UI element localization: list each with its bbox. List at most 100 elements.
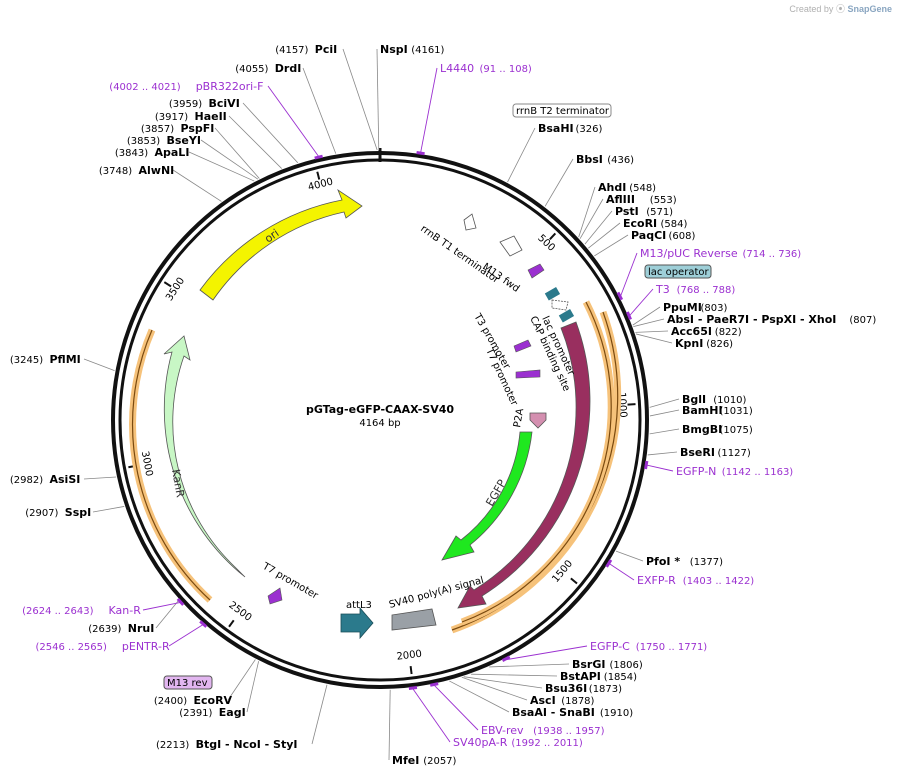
- primer-leader-line: [620, 252, 638, 296]
- enzyme-position: (2982): [10, 475, 43, 486]
- enzyme-name: BglI: [682, 393, 706, 406]
- enzyme-position: (2907): [25, 508, 58, 519]
- primer-leader-line: [434, 685, 479, 731]
- kanr-feature: [163, 335, 246, 578]
- highlight-arcs: [129, 300, 622, 634]
- enzyme-position: (1031): [720, 406, 753, 417]
- m13-fwd-feature: [527, 263, 545, 279]
- enzyme-position: (548): [629, 183, 656, 194]
- primer-name: EXFP-R: [637, 574, 676, 587]
- primer-mark: [176, 597, 185, 606]
- enzyme-name: BseYI: [167, 134, 201, 147]
- enzyme-leader-line: [471, 673, 558, 677]
- primer-range: (1403 .. 1422): [683, 576, 755, 587]
- enzyme-name: AbsI - PaeR7I - PspXI - XhoI: [667, 313, 836, 326]
- tick-label: 2500: [226, 600, 253, 624]
- enzyme-leader-line: [83, 358, 115, 371]
- enzyme-position: (3857): [141, 124, 174, 135]
- credit-prefix: Created by: [789, 4, 834, 14]
- primer-mark: [199, 620, 208, 628]
- enzyme-position: (608): [669, 231, 696, 242]
- enzyme-leader-line: [632, 306, 661, 326]
- enzyme-name: BamHI: [682, 404, 723, 417]
- leader-lines: [83, 48, 680, 761]
- enzyme-leader-line: [635, 333, 673, 344]
- kanr-label: KanR: [169, 468, 187, 499]
- primer-leader-line: [647, 464, 674, 472]
- enzyme-leader-line: [342, 48, 378, 151]
- enzyme-leader-line: [647, 451, 678, 456]
- enzyme-leader-line: [227, 659, 256, 701]
- enzyme-name: NruI: [128, 622, 155, 635]
- enzyme-name: BsrGI: [572, 658, 605, 671]
- attl3-feature: [340, 606, 374, 640]
- enzyme-name: AlwNI: [139, 164, 175, 177]
- primer-name: L4440: [440, 62, 474, 75]
- enzyme-name: PspFI: [181, 122, 215, 135]
- enzyme-position: (3853): [127, 136, 160, 147]
- enzyme-position: (326): [576, 124, 603, 135]
- m13-rev-label: M13 rev: [167, 678, 208, 689]
- enzyme-leader-line: [376, 48, 380, 151]
- enzyme-leader-line: [649, 398, 680, 408]
- enzyme-position: (4055): [235, 64, 268, 75]
- enzyme-leader-line: [649, 428, 680, 435]
- rrnb-t2-box: [512, 103, 612, 118]
- primer-name: EGFP-N: [676, 465, 716, 478]
- rrnb-t2-feature: [463, 213, 477, 231]
- primer-leader-line: [629, 288, 654, 316]
- enzyme-position: (1910): [600, 708, 633, 719]
- enzyme-leader-line: [449, 680, 510, 713]
- tick-label: 2000: [396, 649, 423, 663]
- enzyme-position: (1878): [561, 696, 594, 707]
- enzyme-position: (436): [607, 155, 634, 166]
- primer-leader-line: [168, 624, 203, 647]
- ori-feature: [199, 188, 363, 301]
- primer-range: (2546 .. 2565): [36, 642, 108, 653]
- site-labels: NspI(4161)PciI(4157)DrdI(4055)BciVI(3959…: [10, 43, 876, 767]
- primer-range: (1750 .. 1771): [636, 642, 708, 653]
- enzyme-position: (2400): [154, 696, 187, 707]
- enzyme-position: (2213): [156, 740, 189, 751]
- enzyme-position: (584): [661, 219, 688, 230]
- enzyme-leader-line: [172, 169, 222, 202]
- primer-leader-line: [420, 67, 438, 153]
- enzyme-name: BtgI - NcoI - StyI: [196, 738, 298, 751]
- tick-mark: [409, 665, 413, 675]
- primer-mark: [616, 291, 624, 301]
- enzyme-leader-line: [544, 158, 574, 207]
- enzyme-name: BbsI: [576, 153, 603, 166]
- primer-name: pBR322ori-F: [196, 80, 264, 93]
- primer-leader-line: [142, 602, 180, 611]
- enzyme-name: PaqCI: [631, 229, 666, 242]
- primer-name: SV40pA-R: [453, 736, 508, 749]
- enzyme-name: BsaAI - SnaBI: [512, 706, 595, 719]
- enzyme-leader-line: [214, 127, 260, 179]
- enzyme-position: (1127): [718, 448, 751, 459]
- enzyme-leader-line: [155, 599, 180, 629]
- enzyme-leader-line: [388, 689, 391, 761]
- enzyme-position: (826): [706, 339, 733, 350]
- tick-label: 4000: [307, 176, 334, 193]
- enzyme-leader-line: [200, 139, 259, 180]
- primer-mark: [605, 559, 613, 568]
- enzyme-leader-line: [463, 676, 543, 689]
- lacza-feature: [457, 321, 591, 609]
- kan-highlight-line: [131, 329, 211, 601]
- enzyme-position: (3959): [169, 99, 202, 110]
- primer-range: (1992 .. 2011): [511, 738, 583, 749]
- tick-label: 3000: [139, 450, 155, 477]
- tick-label: 3500: [164, 276, 187, 303]
- primer-leader-line: [506, 645, 588, 661]
- primer-range: (1938 .. 1957): [533, 726, 605, 737]
- enzyme-position: (4157): [275, 45, 308, 56]
- enzyme-name: AhdI: [598, 181, 626, 194]
- primer-name: M13/pUC Reverse: [640, 247, 738, 260]
- enzyme-name: AflIII: [606, 193, 635, 206]
- enzyme-name: PflMI: [50, 353, 81, 366]
- enzyme-position: (1075): [720, 425, 753, 436]
- enzyme-name: BmgBI: [682, 423, 722, 436]
- enzyme-position: (2391): [179, 708, 212, 719]
- primer-mark: [644, 460, 649, 470]
